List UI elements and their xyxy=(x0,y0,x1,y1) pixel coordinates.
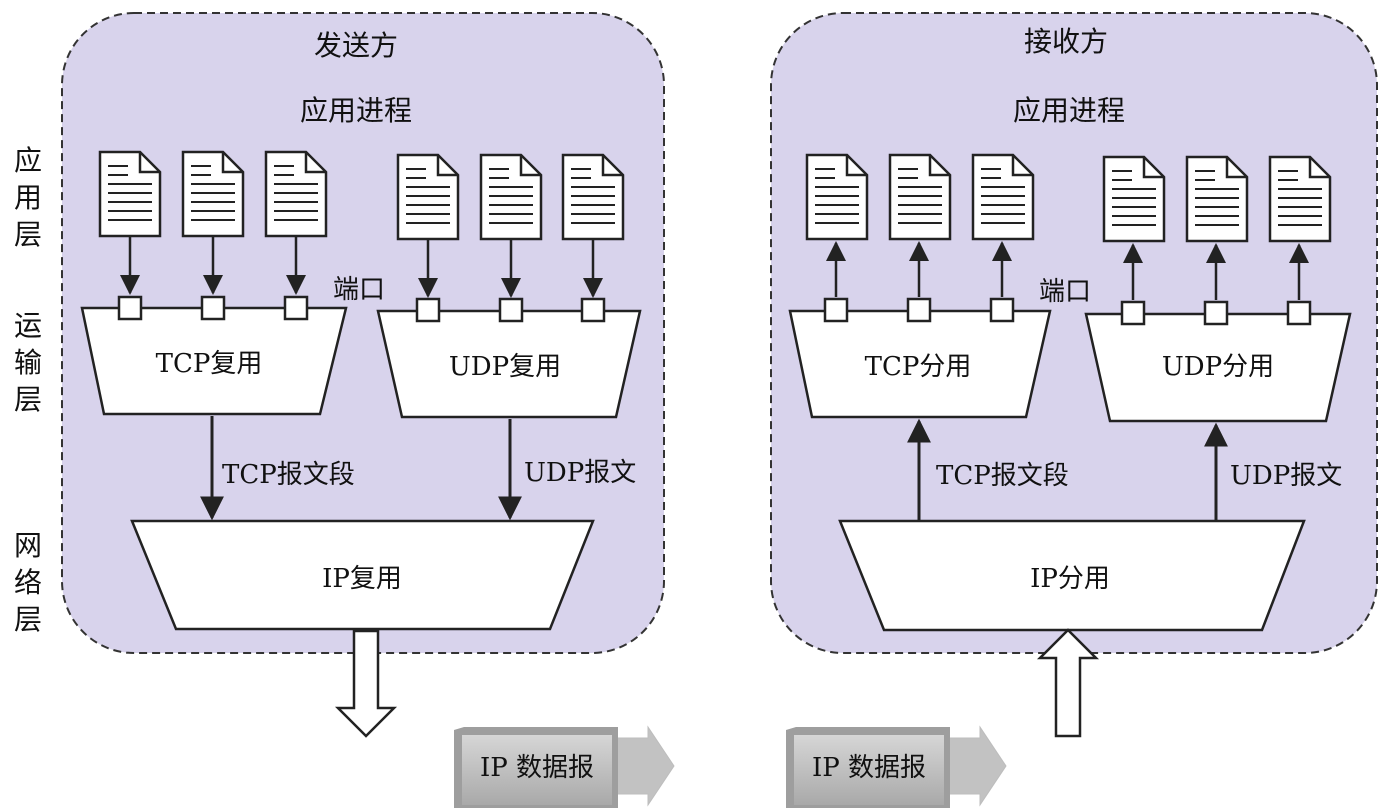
layer-network-char-3: 层 xyxy=(14,603,42,636)
layer-transport-char-1: 运 xyxy=(14,309,42,342)
sender-udp-mux xyxy=(376,309,642,419)
sender-panel: 发送方 应用进程 TCP复用 UDP复用 端口 TCP报文段 xyxy=(61,12,665,654)
port-square xyxy=(1203,300,1229,326)
receiver-tcp-segment-label: TCP报文段 xyxy=(936,461,1069,491)
sender-tcp-mux-label: TCP复用 xyxy=(156,349,263,379)
ip-datagram-packet: IP 数据报 xyxy=(454,725,675,808)
port-square xyxy=(283,295,309,321)
layer-network-char-1: 网 xyxy=(14,529,42,562)
document-icon xyxy=(98,150,162,238)
layer-labels: 应 用 层 运 输 层 网 络 层 xyxy=(14,144,42,636)
layer-app-char-2: 用 xyxy=(14,181,42,214)
receiver-ip-demux xyxy=(838,519,1306,632)
sender-udp-datagram-label: UDP报文 xyxy=(524,458,636,488)
port-square xyxy=(498,297,524,323)
port-square xyxy=(580,297,606,323)
receiver-udp-datagram-label: UDP报文 xyxy=(1230,461,1342,491)
document-icon xyxy=(1268,155,1332,243)
packet-label: IP 数据报 xyxy=(480,753,594,783)
sender-ip-mux-label: IP复用 xyxy=(322,564,402,594)
port-square xyxy=(906,297,932,323)
receiver-title: 接收方 xyxy=(1024,25,1108,58)
receiver-ip-demux-label: IP分用 xyxy=(1030,564,1110,594)
document-icon xyxy=(264,150,328,238)
port-square xyxy=(1120,300,1146,326)
port-square xyxy=(117,295,143,321)
sender-title: 发送方 xyxy=(314,29,398,62)
packet-body xyxy=(794,735,944,805)
port-square xyxy=(200,295,226,321)
ip-datagram-packet: IP 数据报 xyxy=(786,725,1007,808)
layer-app-char-1: 应 xyxy=(14,144,42,177)
layer-transport-char-2: 输 xyxy=(14,346,42,379)
document-icon xyxy=(971,153,1035,241)
document-icon xyxy=(1185,155,1249,243)
incoming-hollow-arrow xyxy=(1036,628,1100,738)
document-icon xyxy=(1102,155,1166,243)
sender-tcp-mux xyxy=(80,306,348,416)
receiver-udp-demux-label: UDP分用 xyxy=(1162,352,1274,382)
receiver-udp-demux xyxy=(1084,312,1352,423)
document-icon xyxy=(396,153,460,241)
receiver-tcp-demux xyxy=(788,309,1052,419)
receiver-app-process: 应用进程 xyxy=(1013,94,1125,127)
sender-udp-mux-label: UDP复用 xyxy=(449,352,561,382)
document-icon xyxy=(805,153,869,241)
sender-ip-mux xyxy=(130,519,595,631)
layer-network-char-2: 络 xyxy=(14,566,42,599)
packet-arrow-tail xyxy=(610,725,675,807)
sender-port-label: 端口 xyxy=(333,275,385,305)
port-square xyxy=(989,297,1015,323)
receiver-tcp-demux-label: TCP分用 xyxy=(865,352,972,382)
packet-arrow-tail xyxy=(942,725,1007,807)
packet-label: IP 数据报 xyxy=(812,753,926,783)
document-icon xyxy=(561,153,625,241)
receiver-port-label: 端口 xyxy=(1039,277,1091,307)
document-icon xyxy=(181,150,245,238)
outgoing-hollow-arrow xyxy=(334,629,398,738)
receiver-panel: 接收方 应用进程 TCP分用 UDP分用 端口 TCP报文段 xyxy=(770,12,1378,654)
layer-app-char-3: 层 xyxy=(14,218,42,251)
sender-tcp-segment-label: TCP报文段 xyxy=(222,460,355,490)
document-icon xyxy=(888,153,952,241)
document-icon xyxy=(479,153,543,241)
port-square xyxy=(823,297,849,323)
port-square xyxy=(415,297,441,323)
layer-transport-char-3: 层 xyxy=(14,383,42,416)
port-square xyxy=(1286,300,1312,326)
sender-app-process: 应用进程 xyxy=(300,94,412,127)
packet-body xyxy=(462,735,612,805)
